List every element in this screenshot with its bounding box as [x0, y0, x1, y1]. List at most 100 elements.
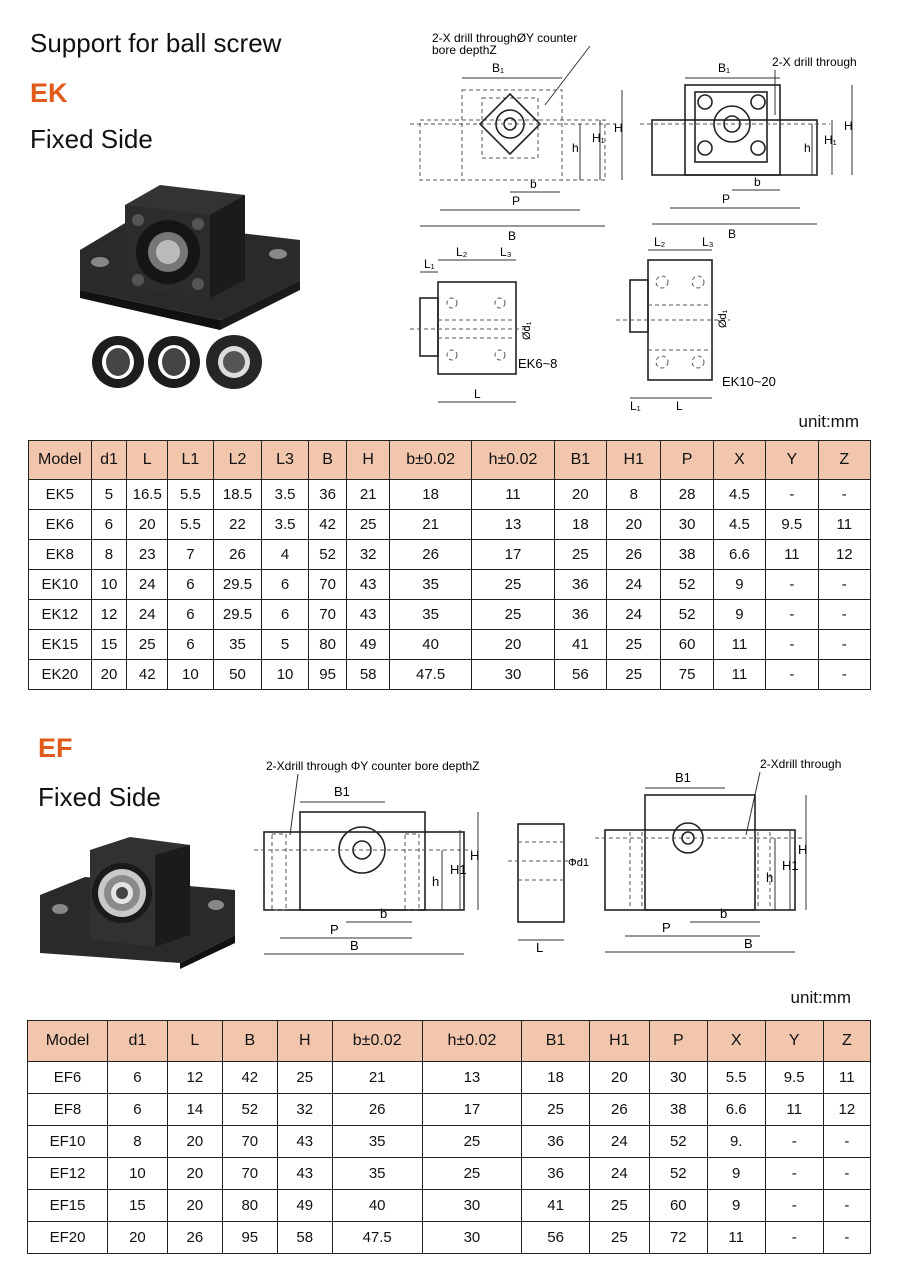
ek-header-cell: X: [712, 440, 767, 480]
ek-table-cell: 8: [90, 539, 128, 570]
ef-table-cell: 32: [276, 1093, 333, 1126]
ek-header-cell: Y: [765, 440, 819, 480]
ef-table-cell: -: [764, 1221, 824, 1254]
ek-table-cell: 36: [553, 569, 608, 600]
ef-table-cell: 6.6: [706, 1093, 766, 1126]
ef-dim-h1-left: H1: [450, 862, 467, 877]
ek-table-cell: 24: [606, 569, 662, 600]
ef-dim-b1-left: B1: [334, 784, 350, 799]
ef-table-cell: 30: [421, 1189, 523, 1222]
ek-table-cell: 42: [126, 659, 169, 690]
ek-dim-small-b-right: b: [754, 175, 761, 189]
ef-table-cell: -: [764, 1125, 824, 1158]
ek-dim-l-small: L: [474, 387, 481, 401]
ek-table-cell: 11: [712, 629, 767, 660]
ek-table-cell: 43: [346, 569, 390, 600]
ek-table-cell: 42: [307, 509, 348, 540]
ef-table-cell: 6: [107, 1093, 168, 1126]
ef-table-cell: 12: [822, 1093, 872, 1126]
ef-table-cell: 72: [648, 1221, 708, 1254]
ek-table-cell: EK12: [28, 599, 92, 630]
ek-table-cell: 5.5: [167, 479, 214, 510]
ek-unit-label: unit:mm: [798, 412, 859, 431]
ek-table-cell: 4.5: [712, 479, 767, 510]
ek-note-counterbore-1: 2-X drill throughØY counter: [432, 31, 577, 45]
ef-dim-b-right: B: [744, 936, 753, 951]
ef-table-cell: 5.5: [706, 1061, 766, 1094]
ek-table-cell: 56: [553, 659, 608, 690]
ek-table-cell: 5: [90, 479, 128, 510]
ek-table-cell: 30: [660, 509, 714, 540]
ek-table-cell: 24: [126, 569, 169, 600]
ek-header-cell: B: [307, 440, 348, 480]
ef-table-cell: 13: [421, 1061, 523, 1094]
ek-header-cell: P: [660, 440, 714, 480]
ef-table-cell: 56: [521, 1221, 590, 1254]
ek-table-cell: 47.5: [388, 659, 473, 690]
ef-table-cell: 20: [166, 1157, 223, 1190]
ef-table-cell: 11: [764, 1093, 824, 1126]
ek-table-cell: 49: [346, 629, 390, 660]
ef-table-cell: EF8: [26, 1093, 109, 1126]
ef-table-cell: 9: [706, 1189, 766, 1222]
ef-table-cell: 8: [107, 1125, 168, 1158]
ek-table-cell: 40: [388, 629, 473, 660]
ek-subtitle: Fixed Side: [30, 124, 153, 154]
ef-table-cell: 80: [221, 1189, 278, 1222]
ek-dim-l1-large: L₁: [630, 399, 641, 413]
ek-table-cell: 28: [660, 479, 714, 510]
ek-table-cell: 25: [606, 629, 662, 660]
ef-table-cell: 21: [331, 1061, 423, 1094]
ef-table-cell: EF6: [26, 1061, 109, 1094]
ef-table-cell: 25: [276, 1061, 333, 1094]
ef-table-cell: 49: [276, 1189, 333, 1222]
ef-table-cell: 35: [331, 1125, 423, 1158]
ek-table-cell: EK20: [28, 659, 92, 690]
ek-header-cell: d1: [90, 440, 128, 480]
ef-header-cell: h±0.02: [421, 1020, 523, 1062]
ek-header-cell: H: [346, 440, 390, 480]
ek-dim-l1-small: L₁: [424, 257, 435, 271]
ek-dim-p-right: P: [722, 192, 730, 206]
ef-dim-p-right: P: [662, 920, 671, 935]
ef-table-cell: 11: [822, 1061, 872, 1094]
ek-table-cell: 26: [212, 539, 263, 570]
ek-table-cell: EK10: [28, 569, 92, 600]
ek-note-drill: 2-X drill through: [772, 55, 857, 69]
ek-table-cell: 26: [606, 539, 662, 570]
ek-header-cell: L3: [261, 440, 309, 480]
ek-table-cell: 18: [388, 479, 473, 510]
ek-dim-p-left: P: [512, 194, 520, 208]
ek-table-cell: 35: [388, 599, 473, 630]
ef-table-cell: 20: [588, 1061, 650, 1094]
ek-table-cell: 52: [307, 539, 348, 570]
ek-technical-drawing: 2-X drill throughØY counter bore depthZ …: [410, 31, 857, 413]
ek-product-photo: [80, 185, 300, 389]
ek-dim-h-right: h: [804, 141, 811, 155]
ef-table-cell: EF20: [26, 1221, 109, 1254]
ef-table-cell: 24: [588, 1157, 650, 1190]
ef-table-cell: 25: [421, 1157, 523, 1190]
ef-table-cell: 9.5: [764, 1061, 824, 1094]
ek-table-cell: -: [765, 479, 819, 510]
ef-technical-drawing: 2-Xdrill through ΦY counter bore depthZ …: [254, 757, 841, 955]
ef-header-cell: Y: [764, 1020, 824, 1062]
ef-table-cell: 20: [166, 1189, 223, 1222]
ef-note-drill: 2-Xdrill through: [760, 757, 841, 771]
ek-table-cell: -: [817, 629, 872, 660]
ek-table-cell: 58: [346, 659, 390, 690]
ek-table-cell: EK8: [28, 539, 92, 570]
ef-table-cell: 95: [221, 1221, 278, 1254]
ef-table-cell: 38: [648, 1093, 708, 1126]
ef-model-code: EF: [38, 733, 73, 763]
ef-dim-b-left: B: [350, 938, 359, 953]
ek-dim-l-large: L: [676, 399, 683, 413]
ef-table-cell: 58: [276, 1221, 333, 1254]
ek-table-cell: -: [765, 599, 819, 630]
ek-table-cell: 41: [553, 629, 608, 660]
